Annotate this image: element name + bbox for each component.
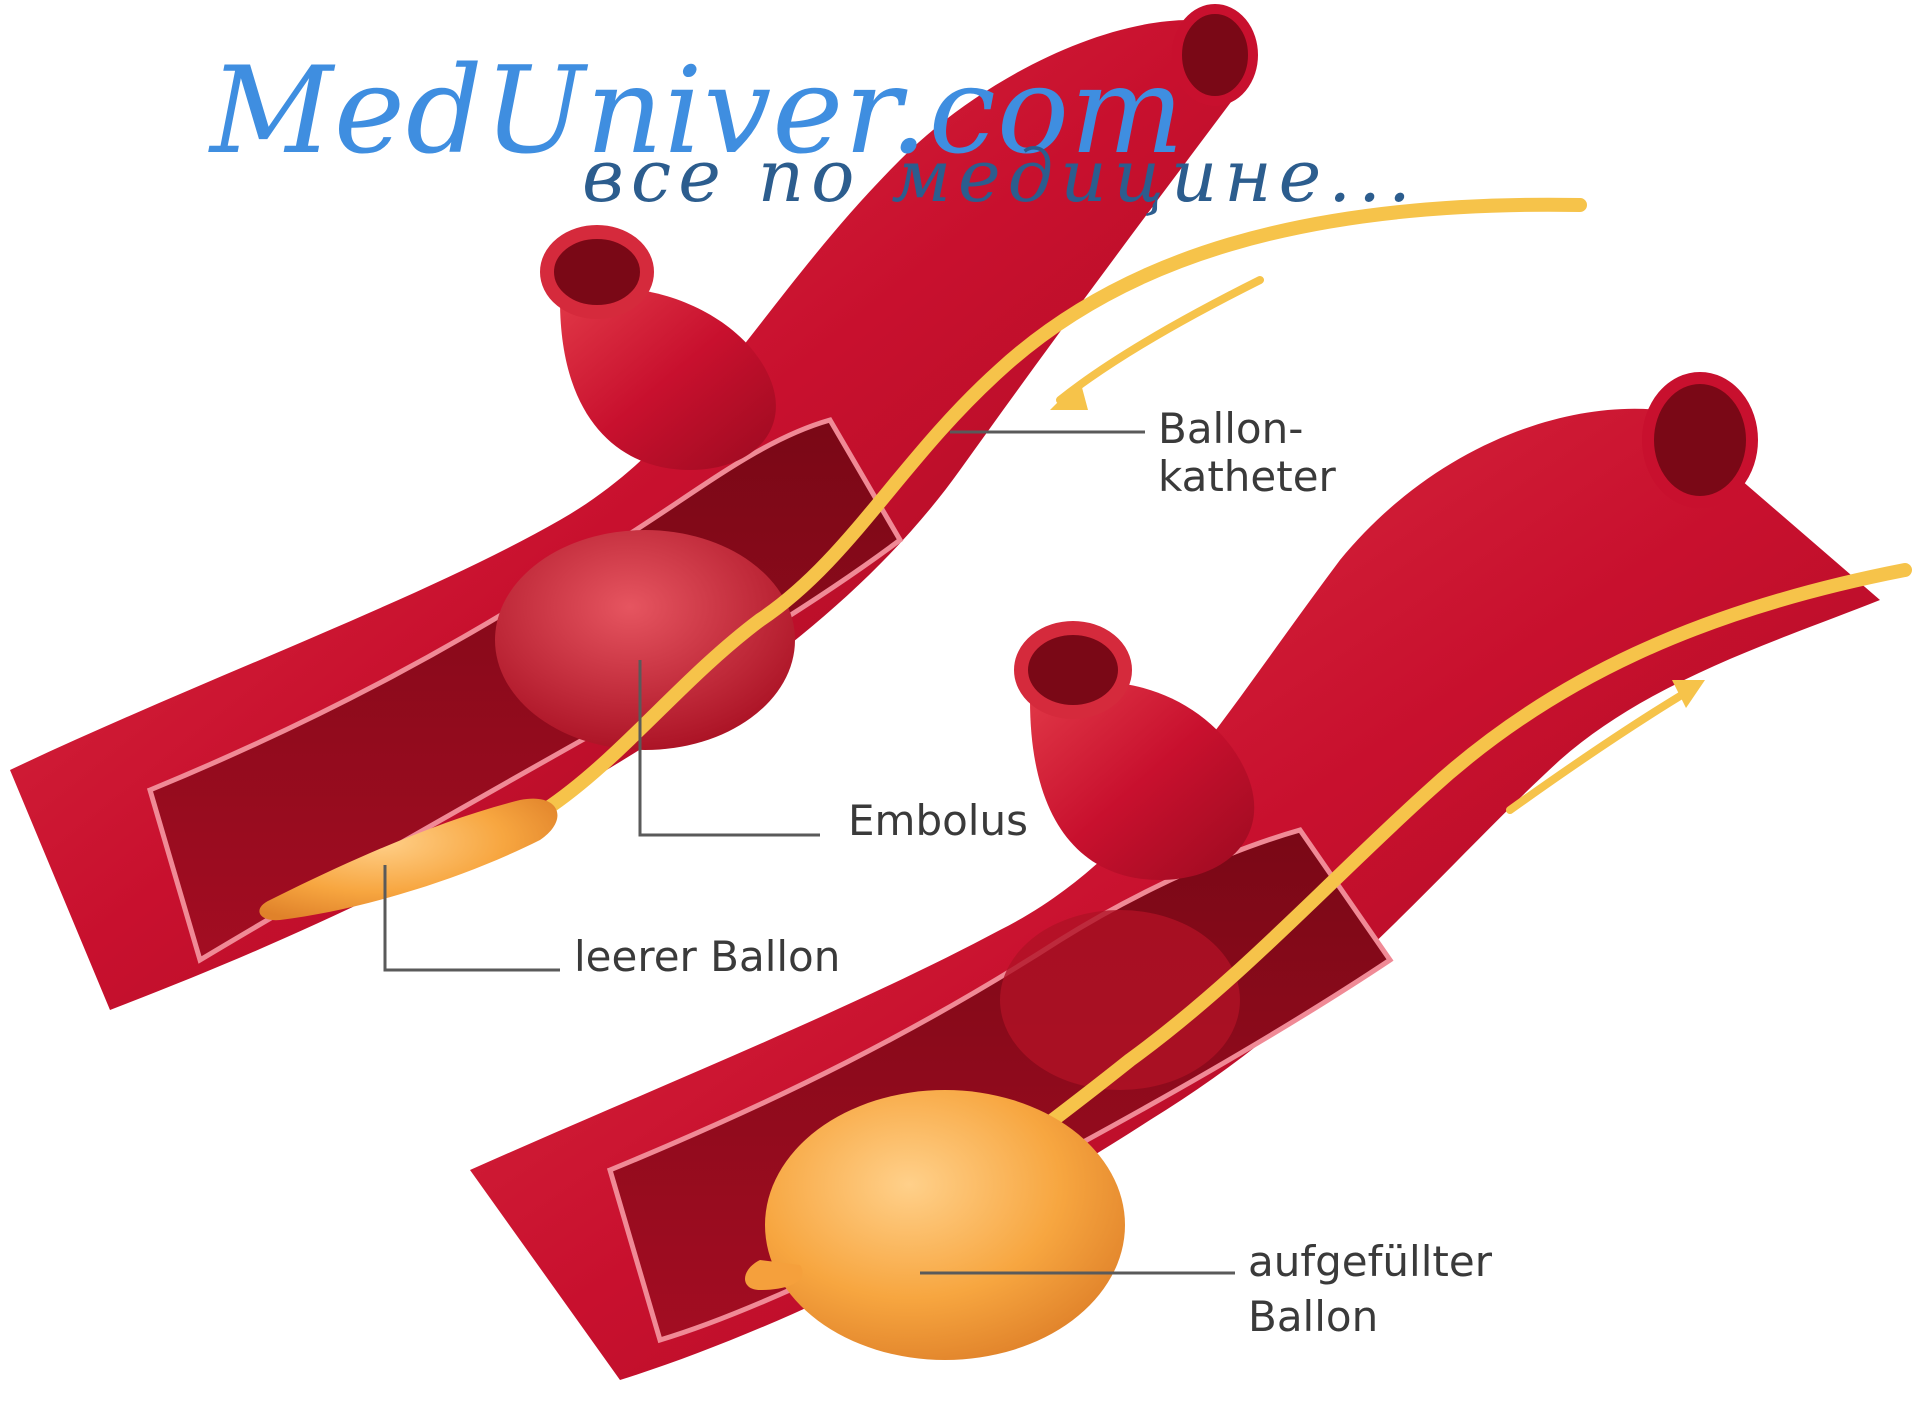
label-filled-balloon-2: Ballon: [1248, 1290, 1378, 1344]
vessel-2-branch-opening: [1021, 628, 1125, 712]
label-empty-balloon: leerer Ballon: [574, 930, 840, 984]
watermark-tagline: все по медицине...: [582, 140, 1418, 212]
vessel-1-top-opening: [1177, 9, 1253, 101]
vessel-2-top-opening: [1648, 378, 1752, 502]
label-embolus: Embolus: [848, 794, 1028, 848]
filled-balloon: [765, 1090, 1125, 1360]
label-balloon-catheter-2: katheter: [1158, 450, 1336, 504]
label-balloon-catheter-1: Ballon-: [1158, 402, 1303, 456]
vessel-1-branch-opening: [547, 232, 647, 312]
label-filled-balloon-1: aufgefüllter: [1248, 1235, 1492, 1289]
